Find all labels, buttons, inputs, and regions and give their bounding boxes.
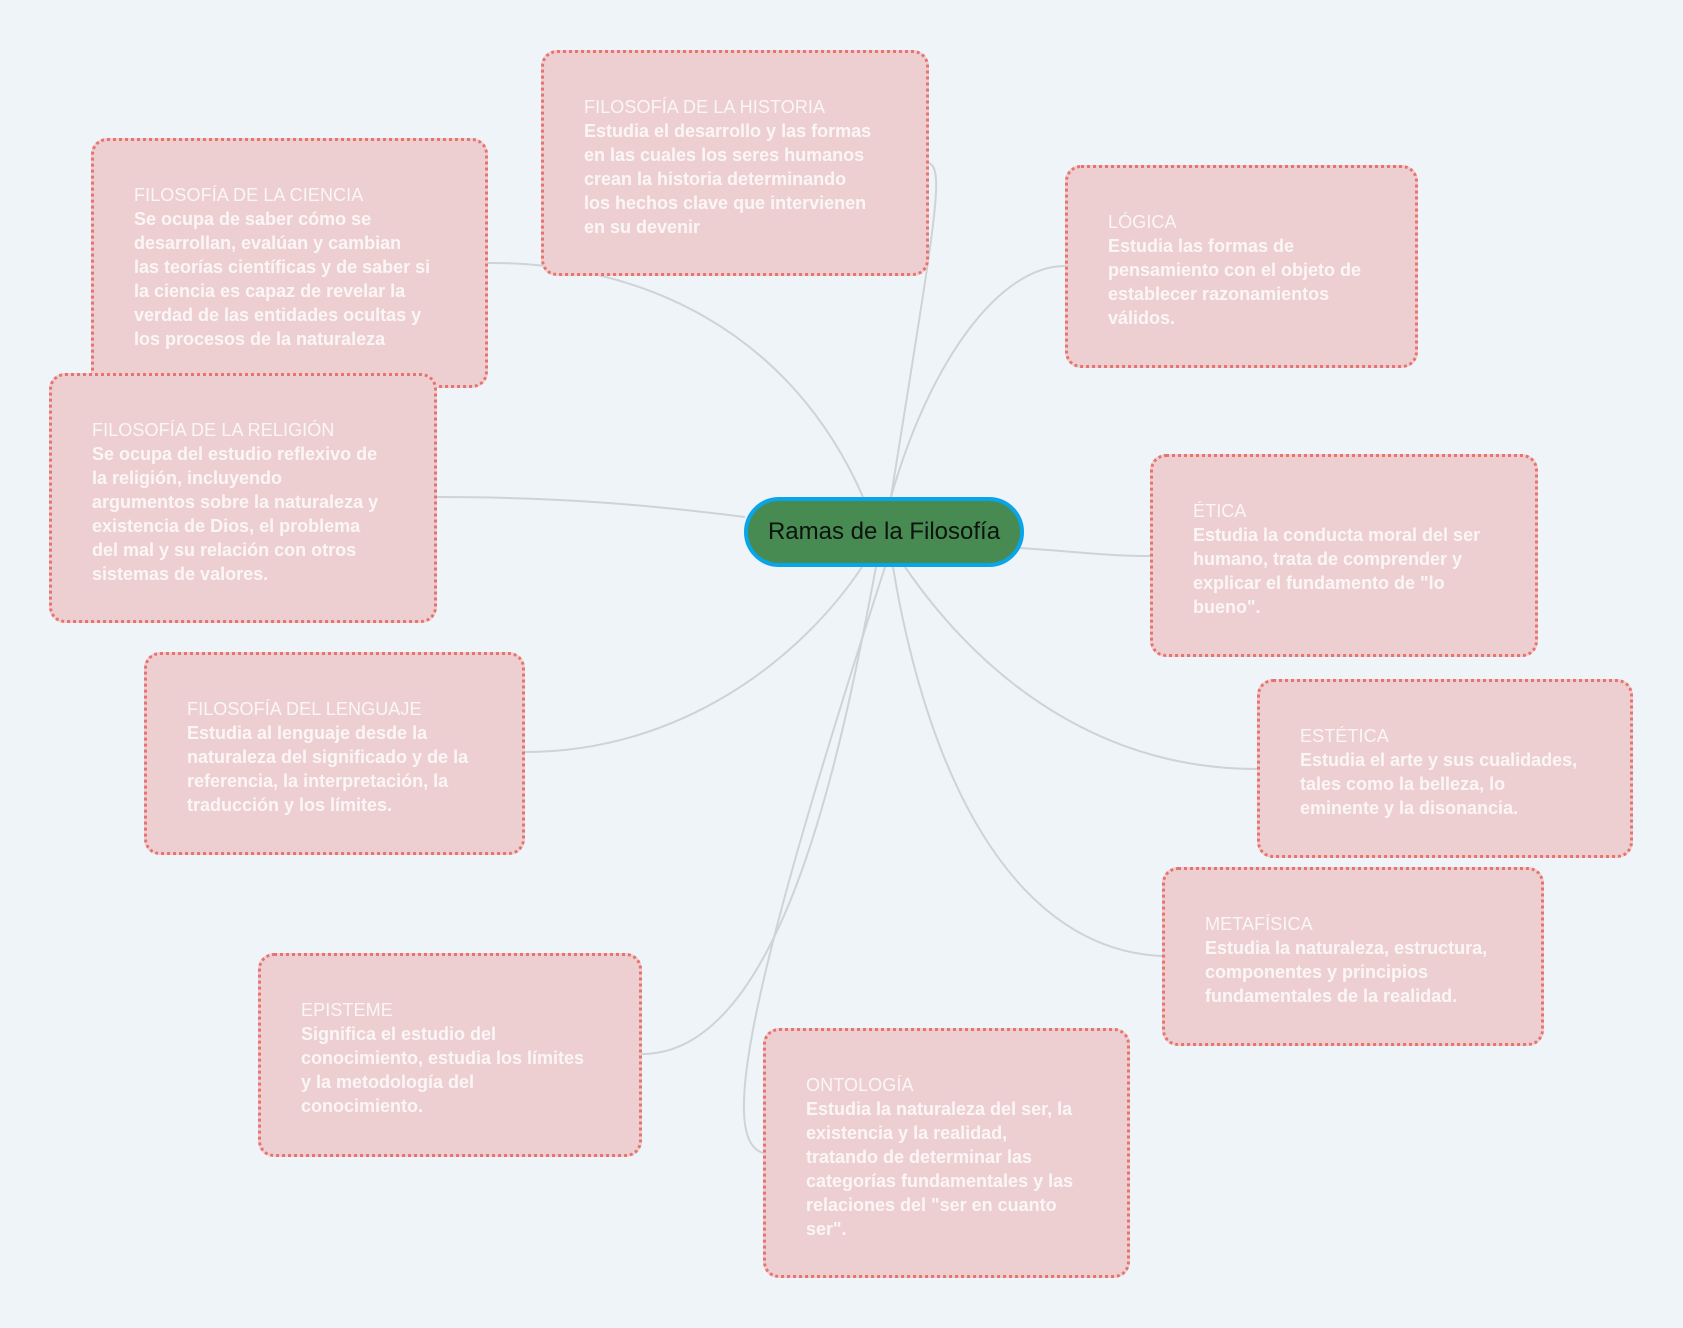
topic-description: Estudia la naturaleza del ser, la existe… [806,1099,1074,1239]
topic-title: LÓGICA [1108,212,1177,232]
topic-title: FILOSOFÍA DE LA CIENCIA [134,185,364,205]
topic-etica[interactable]: ÉTICA Estudia la conducta moral del ser … [1150,454,1538,657]
topic-description: Estudia al lenguaje desde la naturaleza … [187,723,469,815]
connector-episteme [641,566,877,1055]
topic-metafisica[interactable]: METAFÍSICA Estudia la naturaleza, estruc… [1162,867,1544,1046]
topic-description: Estudia la naturaleza, estructura, compo… [1205,938,1488,1006]
connector-ciencia [487,261,864,498]
topic-title: ÉTICA [1193,501,1247,521]
topic-description: Estudia el arte y sus cualidades, tales … [1300,750,1578,818]
topic-title: ONTOLOGÍA [806,1075,914,1095]
topic-logica[interactable]: LÓGICA Estudia las formas de pensamiento… [1065,165,1418,368]
topic-description: Se ocupa de saber cómo se desarrollan, e… [134,209,431,349]
topic-description: Estudia el desarrollo y las formas en la… [584,121,872,237]
topic-title: FILOSOFÍA DEL LENGUAJE [187,699,422,719]
topic-description: Estudia las formas de pensamiento con el… [1108,236,1362,328]
topic-description: Estudia la conducta moral del ser humano… [1193,525,1481,617]
connector-lenguaje [524,566,863,753]
topic-description: Significa el estudio del conocimiento, e… [301,1024,585,1116]
topic-estetica[interactable]: ESTÉTICA Estudia el arte y sus cualidade… [1257,679,1633,858]
central-topic[interactable]: Ramas de la Filosofía [744,497,1024,567]
connector-logica [890,265,1066,498]
topic-description: Se ocupa del estudio reflexivo de la rel… [92,444,379,584]
topic-filosofia-del-lenguaje[interactable]: FILOSOFÍA DEL LENGUAJE Estudia al lengua… [144,652,525,855]
topic-title: FILOSOFÍA DE LA HISTORIA [584,97,826,117]
topic-episteme[interactable]: EPISTEME Significa el estudio del conoci… [258,953,642,1157]
topic-filosofia-de-la-ciencia[interactable]: FILOSOFÍA DE LA CIENCIA Se ocupa de sabe… [91,138,488,388]
connector-religion [436,496,746,518]
topic-title: METAFÍSICA [1205,914,1313,934]
connector-etica [1019,547,1151,557]
topic-filosofia-de-la-religion[interactable]: FILOSOFÍA DE LA RELIGIÓN Se ocupa del es… [49,373,437,623]
central-topic-label: Ramas de la Filosofía [767,518,1001,545]
topic-title: ESTÉTICA [1300,726,1389,746]
topic-ontologia[interactable]: ONTOLOGÍA Estudia la naturaleza del ser,… [763,1028,1130,1278]
connector-metafisica [892,566,1163,957]
topic-title: EPISTEME [301,1000,393,1020]
topic-title: FILOSOFÍA DE LA RELIGIÓN [92,420,335,440]
topic-filosofia-de-la-historia[interactable]: FILOSOFÍA DE LA HISTORIA Estudia el desa… [541,50,929,276]
